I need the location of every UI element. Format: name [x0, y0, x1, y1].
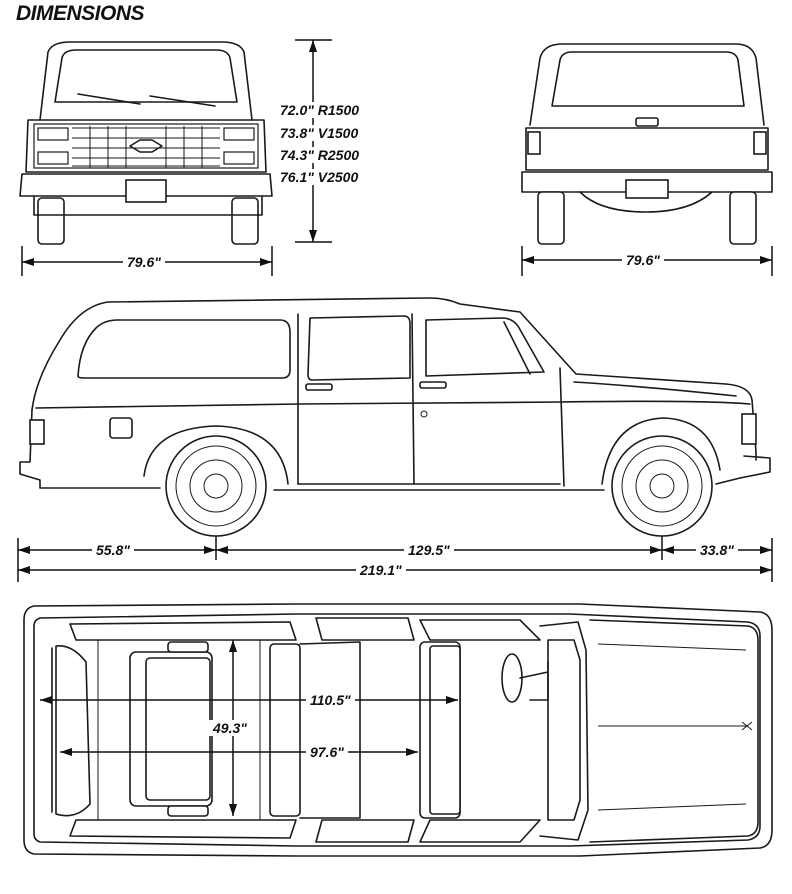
overall-length-label: 219.1"	[356, 562, 406, 578]
height-label-r1500: 72.0" R1500	[280, 102, 360, 118]
side-view	[19, 297, 771, 537]
page-title: DIMENSIONS	[16, 2, 145, 25]
height-dimension-line	[295, 39, 332, 243]
rear-overhang-label: 33.8"	[696, 542, 738, 558]
wheelbase-label: 129.5"	[404, 542, 454, 558]
cargo-length-2-label: 97.6"	[306, 744, 348, 760]
top-view	[23, 603, 773, 857]
cargo-length-1-label: 110.5"	[306, 692, 355, 708]
rear-view	[521, 43, 773, 245]
height-label-v1500: 73.8" V1500	[280, 125, 359, 141]
height-label-v2500: 76.1" V2500	[280, 169, 359, 185]
height-label-r2500: 74.3" R2500	[280, 147, 360, 163]
cargo-width-label: 49.3"	[209, 720, 251, 736]
front-overhang-label: 55.8"	[92, 542, 134, 558]
front-view	[19, 41, 273, 245]
rear-width-label: 79.6"	[622, 252, 664, 268]
front-width-label: 79.6"	[123, 254, 165, 270]
